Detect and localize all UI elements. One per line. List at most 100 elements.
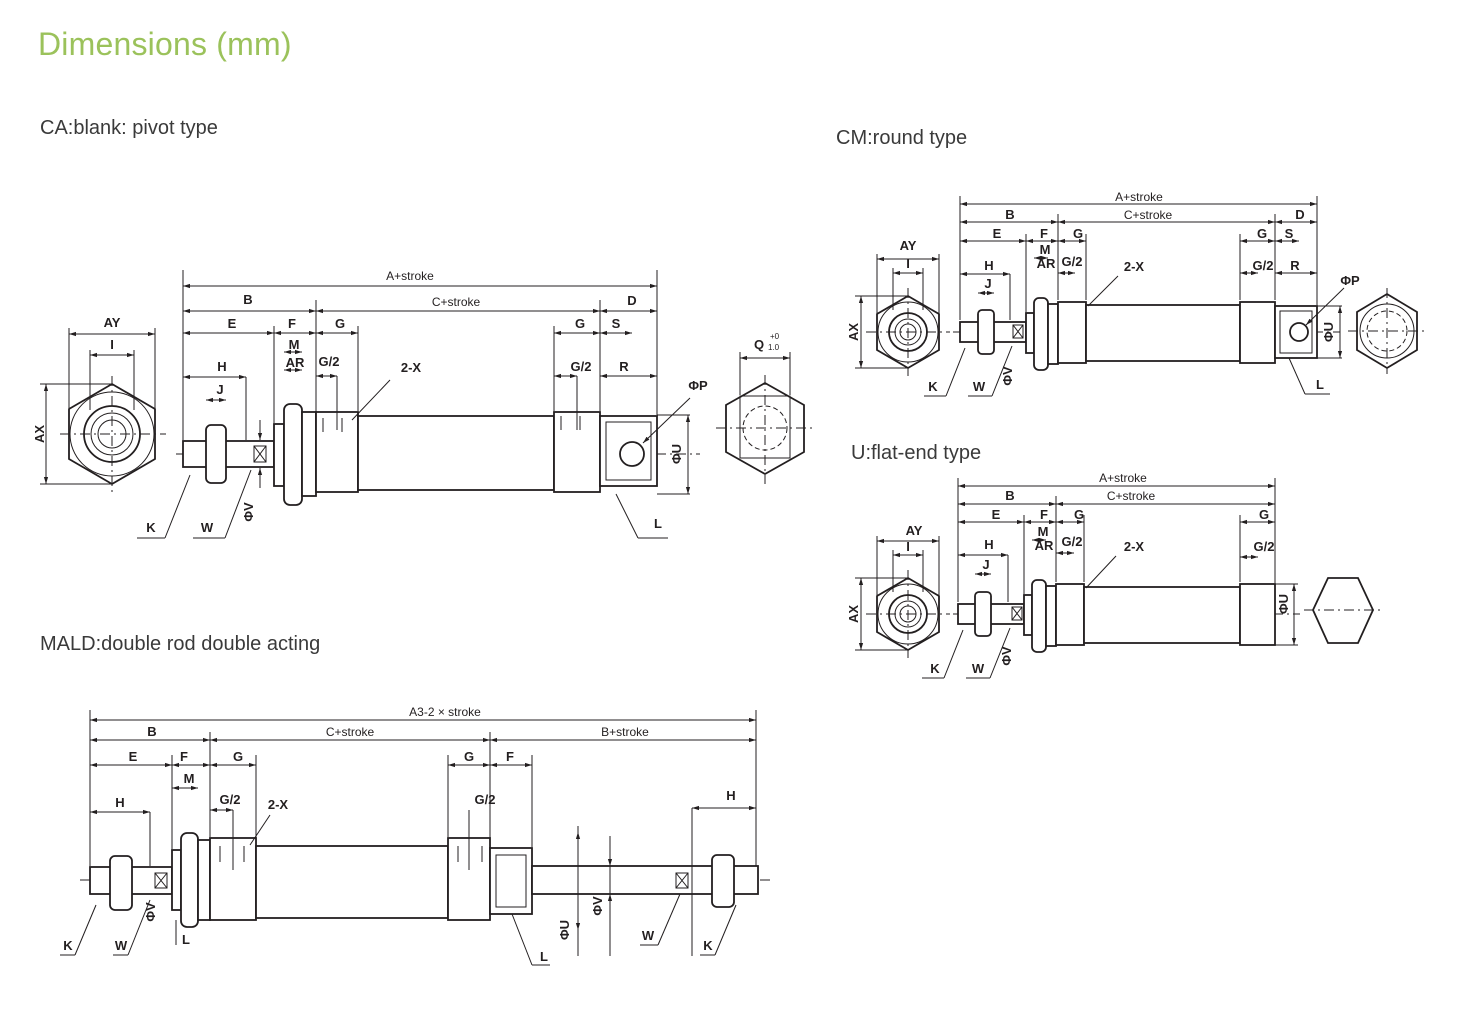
- ca-dimensions: [137, 270, 691, 539]
- cm-label-g1: G: [1073, 226, 1083, 241]
- ca-label-w: W: [201, 520, 214, 535]
- cm-side-view: [953, 297, 1340, 371]
- ca-label-g2b: G/2: [571, 359, 592, 374]
- mald-label-h2: H: [726, 788, 735, 803]
- u-rear-view: [1304, 577, 1382, 644]
- u-label-i: I: [906, 539, 910, 554]
- cm-front-view: [855, 254, 950, 376]
- cm-label-ar: AR: [1037, 256, 1056, 271]
- cm-label-j: J: [984, 276, 991, 291]
- cm-label-g2a: G/2: [1062, 254, 1083, 269]
- mald-label-2x: 2-X: [268, 797, 289, 812]
- cm-label-a-stroke: A+stroke: [1115, 190, 1163, 204]
- ca-label-g2a: G/2: [319, 354, 340, 369]
- cm-label-i: I: [906, 256, 910, 271]
- ca-label-phi-p: ΦP: [688, 378, 708, 393]
- cm-label-2x: 2-X: [1124, 259, 1145, 274]
- mald-label-k1: K: [63, 938, 73, 953]
- u-label-ar: AR: [1035, 538, 1054, 553]
- section-title-mald: MALD:double rod double acting: [40, 633, 321, 655]
- mald-label-e: E: [129, 749, 138, 764]
- mald-label-w2: W: [642, 928, 655, 943]
- cm-label-s: S: [1285, 226, 1294, 241]
- ca-side-view: [176, 403, 700, 506]
- ca-label-ax: AX: [32, 425, 47, 443]
- mald-label-k2: K: [703, 938, 713, 953]
- mald-label-b: B: [147, 724, 156, 739]
- u-label-k: K: [930, 661, 940, 676]
- mald-side-view: [80, 832, 770, 928]
- mald-label-h1: H: [115, 795, 124, 810]
- ca-label-c-stroke: C+stroke: [432, 295, 481, 309]
- u-label-g2b: G/2: [1254, 539, 1275, 554]
- mald-dimensions: [60, 710, 757, 966]
- ca-label-r: R: [619, 359, 629, 374]
- ca-label-g2: G: [575, 316, 585, 331]
- ca-label-d: D: [627, 293, 636, 308]
- ca-front-view: [40, 328, 166, 494]
- cm-label-g2b: G/2: [1253, 258, 1274, 273]
- ca-label-phi-u: ΦU: [669, 444, 684, 464]
- cm-label-d: D: [1295, 207, 1304, 222]
- u-front-view: [855, 536, 950, 658]
- mald-label-f1: F: [180, 749, 188, 764]
- u-label-c-stroke: C+stroke: [1107, 489, 1156, 503]
- ca-label-j: J: [216, 382, 223, 397]
- cm-label-ax: AX: [846, 323, 861, 341]
- cm-label-h: H: [984, 258, 993, 273]
- cm-label-b: B: [1005, 207, 1014, 222]
- cm-label-phi-p: ΦP: [1340, 273, 1360, 288]
- cm-label-phi-v: ΦV: [1000, 366, 1015, 386]
- ca-label-m: M: [289, 337, 300, 352]
- section-title-ca: CA:blank: pivot type: [40, 117, 218, 139]
- u-label-ax: AX: [846, 605, 861, 623]
- u-label-phi-v: ΦV: [999, 646, 1014, 666]
- page-title: Dimensions (mm): [38, 26, 292, 62]
- mald-label-phi-v2: ΦV: [590, 896, 605, 916]
- ca-label-h: H: [217, 359, 226, 374]
- u-label-2x: 2-X: [1124, 539, 1145, 554]
- u-dimensions: [922, 478, 1298, 679]
- mald-label-phi-v1: ΦV: [143, 902, 158, 922]
- u-label-a-stroke: A+stroke: [1099, 471, 1147, 485]
- ca-rear-view: [716, 352, 816, 484]
- ca-label-l: L: [654, 516, 662, 531]
- ca-label-q-tol-lower: 1.0: [768, 343, 780, 352]
- ca-label-q-tol-upper: +0: [770, 332, 780, 341]
- ca-label-g1: G: [335, 316, 345, 331]
- u-label-g2: G: [1259, 507, 1269, 522]
- cm-label-w: W: [973, 379, 986, 394]
- u-label-g2a: G/2: [1062, 534, 1083, 549]
- mald-label-phi-u: ΦU: [557, 920, 572, 940]
- mald-label-g2a: G/2: [220, 792, 241, 807]
- mald-label-l2: L: [540, 949, 548, 964]
- cm-label-g2: G: [1257, 226, 1267, 241]
- mald-label-m: M: [184, 771, 195, 786]
- mald-label-a3-stroke: A3-2 × stroke: [409, 705, 481, 719]
- cm-dimensions: [924, 196, 1345, 397]
- u-label-b: B: [1005, 488, 1014, 503]
- section-title-cm: CM:round type: [836, 127, 968, 149]
- mald-label-g2: G: [464, 749, 474, 764]
- ca-label-f: F: [288, 316, 296, 331]
- ca-label-s: S: [612, 316, 621, 331]
- u-side-view: [953, 579, 1300, 653]
- ca-label-a-stroke: A+stroke: [386, 269, 434, 283]
- u-label-j: J: [982, 557, 989, 572]
- u-label-h: H: [984, 537, 993, 552]
- u-label-ay: AY: [906, 523, 923, 538]
- mald-label-g1: G: [233, 749, 243, 764]
- ca-drawing: AY I AX: [32, 269, 816, 539]
- cm-label-k: K: [928, 379, 938, 394]
- mald-label-l1: L: [182, 932, 190, 947]
- cm-label-e: E: [993, 226, 1002, 241]
- cm-label-m: M: [1040, 242, 1051, 257]
- cm-drawing: AY I AX: [846, 190, 1426, 397]
- ca-label-phi-v: ΦV: [241, 502, 256, 522]
- u-label-g1: G: [1074, 507, 1084, 522]
- cm-label-ay: AY: [900, 238, 917, 253]
- mald-label-c-stroke: C+stroke: [326, 725, 375, 739]
- u-label-m: M: [1038, 524, 1049, 539]
- mald-label-f2: F: [506, 749, 514, 764]
